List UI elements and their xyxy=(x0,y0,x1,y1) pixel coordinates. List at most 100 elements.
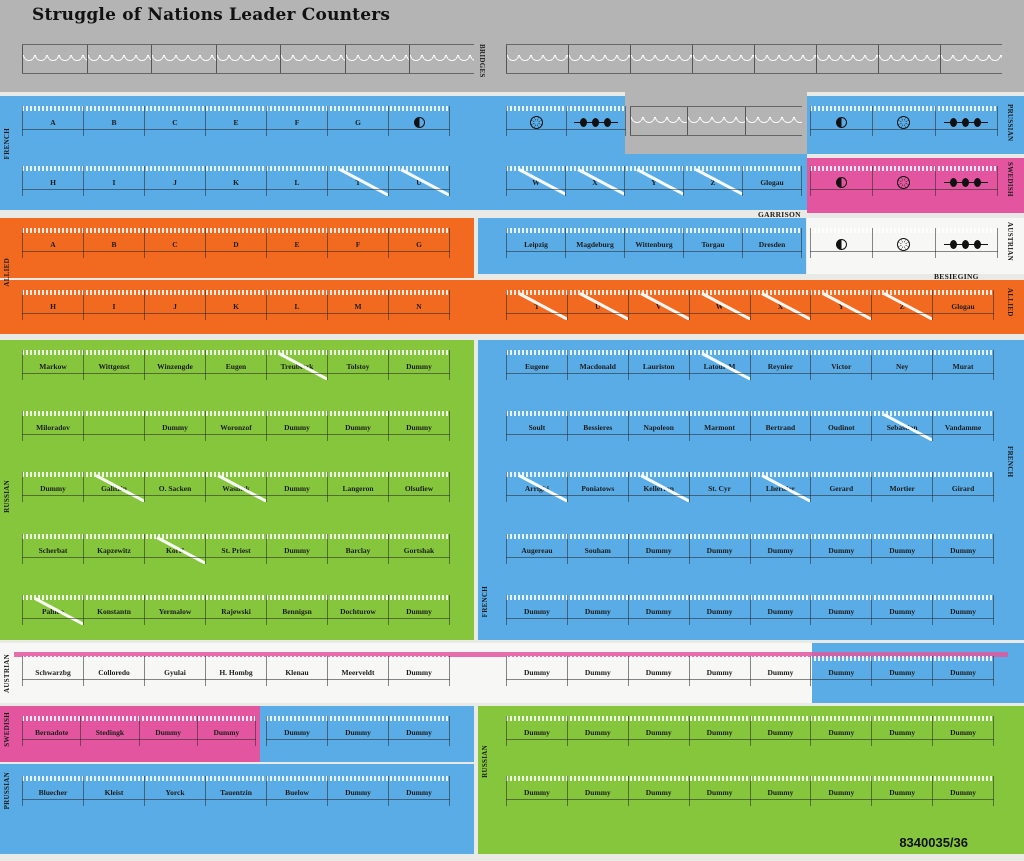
leader-counter[interactable]: Tolstoy xyxy=(327,350,388,380)
leader-counter[interactable]: Kapzewitz xyxy=(83,534,144,564)
leader-counter[interactable]: Arrighi xyxy=(506,472,567,502)
leader-counter[interactable]: Dummy xyxy=(871,716,932,746)
leader-counter[interactable]: Dummy xyxy=(810,656,871,686)
leader-counter[interactable]: Miloradov xyxy=(22,411,83,441)
leader-counter[interactable]: Eugene xyxy=(506,350,567,380)
leader-counter[interactable]: Langeron xyxy=(327,472,388,502)
counter[interactable]: F xyxy=(266,106,327,136)
leader-counter[interactable]: Dummy xyxy=(749,716,811,746)
counter[interactable]: C xyxy=(144,228,205,258)
leader-counter[interactable]: Eugen xyxy=(205,350,266,380)
leader-counter[interactable]: Dummy xyxy=(138,716,197,746)
counter-bridge-marker[interactable] xyxy=(934,228,998,258)
counter[interactable]: J xyxy=(144,290,205,320)
counter[interactable]: T xyxy=(327,166,388,196)
counter[interactable]: K xyxy=(205,166,266,196)
leader-counter[interactable]: Dummy xyxy=(627,716,689,746)
leader-counter[interactable]: Pahlen xyxy=(22,595,83,625)
leader-counter[interactable]: Dummy xyxy=(388,776,450,806)
leader-counter[interactable]: Victor xyxy=(810,350,871,380)
counter[interactable]: I xyxy=(83,290,144,320)
leader-counter[interactable]: Lheritier xyxy=(749,472,811,502)
leader-counter[interactable]: O. Sacken xyxy=(144,472,205,502)
leader-counter[interactable]: Dummy xyxy=(388,656,450,686)
counter[interactable]: M xyxy=(327,290,388,320)
leader-counter[interactable]: Treubetzk xyxy=(266,350,327,380)
counter-moon-marker[interactable] xyxy=(810,166,872,196)
leader-counter[interactable]: St. Cyr xyxy=(688,472,750,502)
counter[interactable]: N xyxy=(388,290,450,320)
counter[interactable]: Z xyxy=(683,166,742,196)
leader-counter[interactable]: Scherbat xyxy=(22,534,83,564)
leader-counter[interactable]: Buelow xyxy=(266,776,327,806)
leader-counter[interactable]: Latour-M xyxy=(688,350,750,380)
leader-counter[interactable]: Mortier xyxy=(871,472,932,502)
leader-counter[interactable]: Ney xyxy=(871,350,932,380)
leader-counter[interactable]: Dummy xyxy=(688,716,750,746)
counter[interactable]: U xyxy=(566,290,628,320)
leader-counter[interactable]: Dochturow xyxy=(327,595,388,625)
counter[interactable]: Wittenburg xyxy=(624,228,683,258)
leader-counter[interactable]: Galitzin xyxy=(83,472,144,502)
counter[interactable]: I xyxy=(83,166,144,196)
leader-counter[interactable]: Konstantn xyxy=(83,595,144,625)
counter[interactable]: L xyxy=(266,290,327,320)
leader-counter[interactable]: Wittgenst xyxy=(83,350,144,380)
counter[interactable]: Glogau xyxy=(932,290,994,320)
counter[interactable]: L xyxy=(266,166,327,196)
leader-counter[interactable]: Macdonald xyxy=(566,350,628,380)
leader-counter[interactable]: Augereau xyxy=(506,534,567,564)
counter[interactable]: V xyxy=(627,290,689,320)
leader-counter[interactable]: Markow xyxy=(22,350,83,380)
counter[interactable]: Y xyxy=(810,290,871,320)
leader-counter[interactable]: Dummy xyxy=(871,656,932,686)
leader-counter[interactable]: Marmont xyxy=(688,411,750,441)
counter-wheel-marker[interactable] xyxy=(506,106,566,136)
leader-counter[interactable]: Dummy xyxy=(144,411,205,441)
leader-counter[interactable]: Dummy xyxy=(388,716,450,746)
leader-counter[interactable]: Schwarzbg xyxy=(22,656,83,686)
counter[interactable]: B xyxy=(83,106,144,136)
leader-counter[interactable]: Bennigsn xyxy=(266,595,327,625)
counter-bridge-marker[interactable] xyxy=(934,106,998,136)
leader-counter[interactable]: Dummy xyxy=(327,411,388,441)
leader-counter[interactable]: Dummy xyxy=(871,595,932,625)
counter-wheel-marker[interactable] xyxy=(872,166,934,196)
leader-counter[interactable]: Dummy xyxy=(327,776,388,806)
leader-counter[interactable]: Soult xyxy=(506,411,567,441)
leader-counter[interactable]: Barclay xyxy=(327,534,388,564)
leader-counter[interactable]: Dummy xyxy=(932,534,994,564)
leader-counter[interactable]: Dummy xyxy=(566,595,628,625)
leader-counter[interactable]: Klenau xyxy=(266,656,327,686)
counter[interactable]: Magdeburg xyxy=(565,228,624,258)
leader-counter[interactable]: Dummy xyxy=(688,656,750,686)
leader-counter[interactable]: Dummy xyxy=(932,776,994,806)
leader-counter[interactable]: Dummy xyxy=(810,716,871,746)
leader-counter[interactable]: Dummy xyxy=(506,656,567,686)
leader-counter[interactable]: Gyulai xyxy=(144,656,205,686)
counter-wheel-marker[interactable] xyxy=(872,106,934,136)
leader-counter[interactable]: Dummy xyxy=(627,595,689,625)
leader-counter[interactable]: Bessieres xyxy=(566,411,628,441)
leader-counter[interactable]: Dummy xyxy=(196,716,256,746)
leader-counter[interactable]: St. Priest xyxy=(205,534,266,564)
leader-counter[interactable]: Dummy xyxy=(810,776,871,806)
leader-counter[interactable]: Dummy xyxy=(266,716,327,746)
counter[interactable]: G xyxy=(388,228,450,258)
leader-counter[interactable]: Tauentzin xyxy=(205,776,266,806)
counter[interactable]: Torgau xyxy=(683,228,742,258)
leader-counter[interactable]: Dummy xyxy=(388,595,450,625)
leader-counter[interactable]: Dummy xyxy=(506,595,567,625)
leader-counter[interactable]: Souham xyxy=(566,534,628,564)
counter-bridge-marker[interactable] xyxy=(934,166,998,196)
leader-counter[interactable]: Bernadote xyxy=(22,716,80,746)
counter[interactable]: Glogau xyxy=(742,166,802,196)
counter[interactable]: A xyxy=(22,228,83,258)
leader-counter[interactable]: Oudinot xyxy=(810,411,871,441)
leader-counter[interactable]: Dummy xyxy=(627,776,689,806)
counter[interactable]: Dresden xyxy=(742,228,802,258)
leader-counter[interactable]: Rajewski xyxy=(205,595,266,625)
leader-counter[interactable]: Dummy xyxy=(566,656,628,686)
counter[interactable]: W xyxy=(506,166,565,196)
counter[interactable]: B xyxy=(83,228,144,258)
